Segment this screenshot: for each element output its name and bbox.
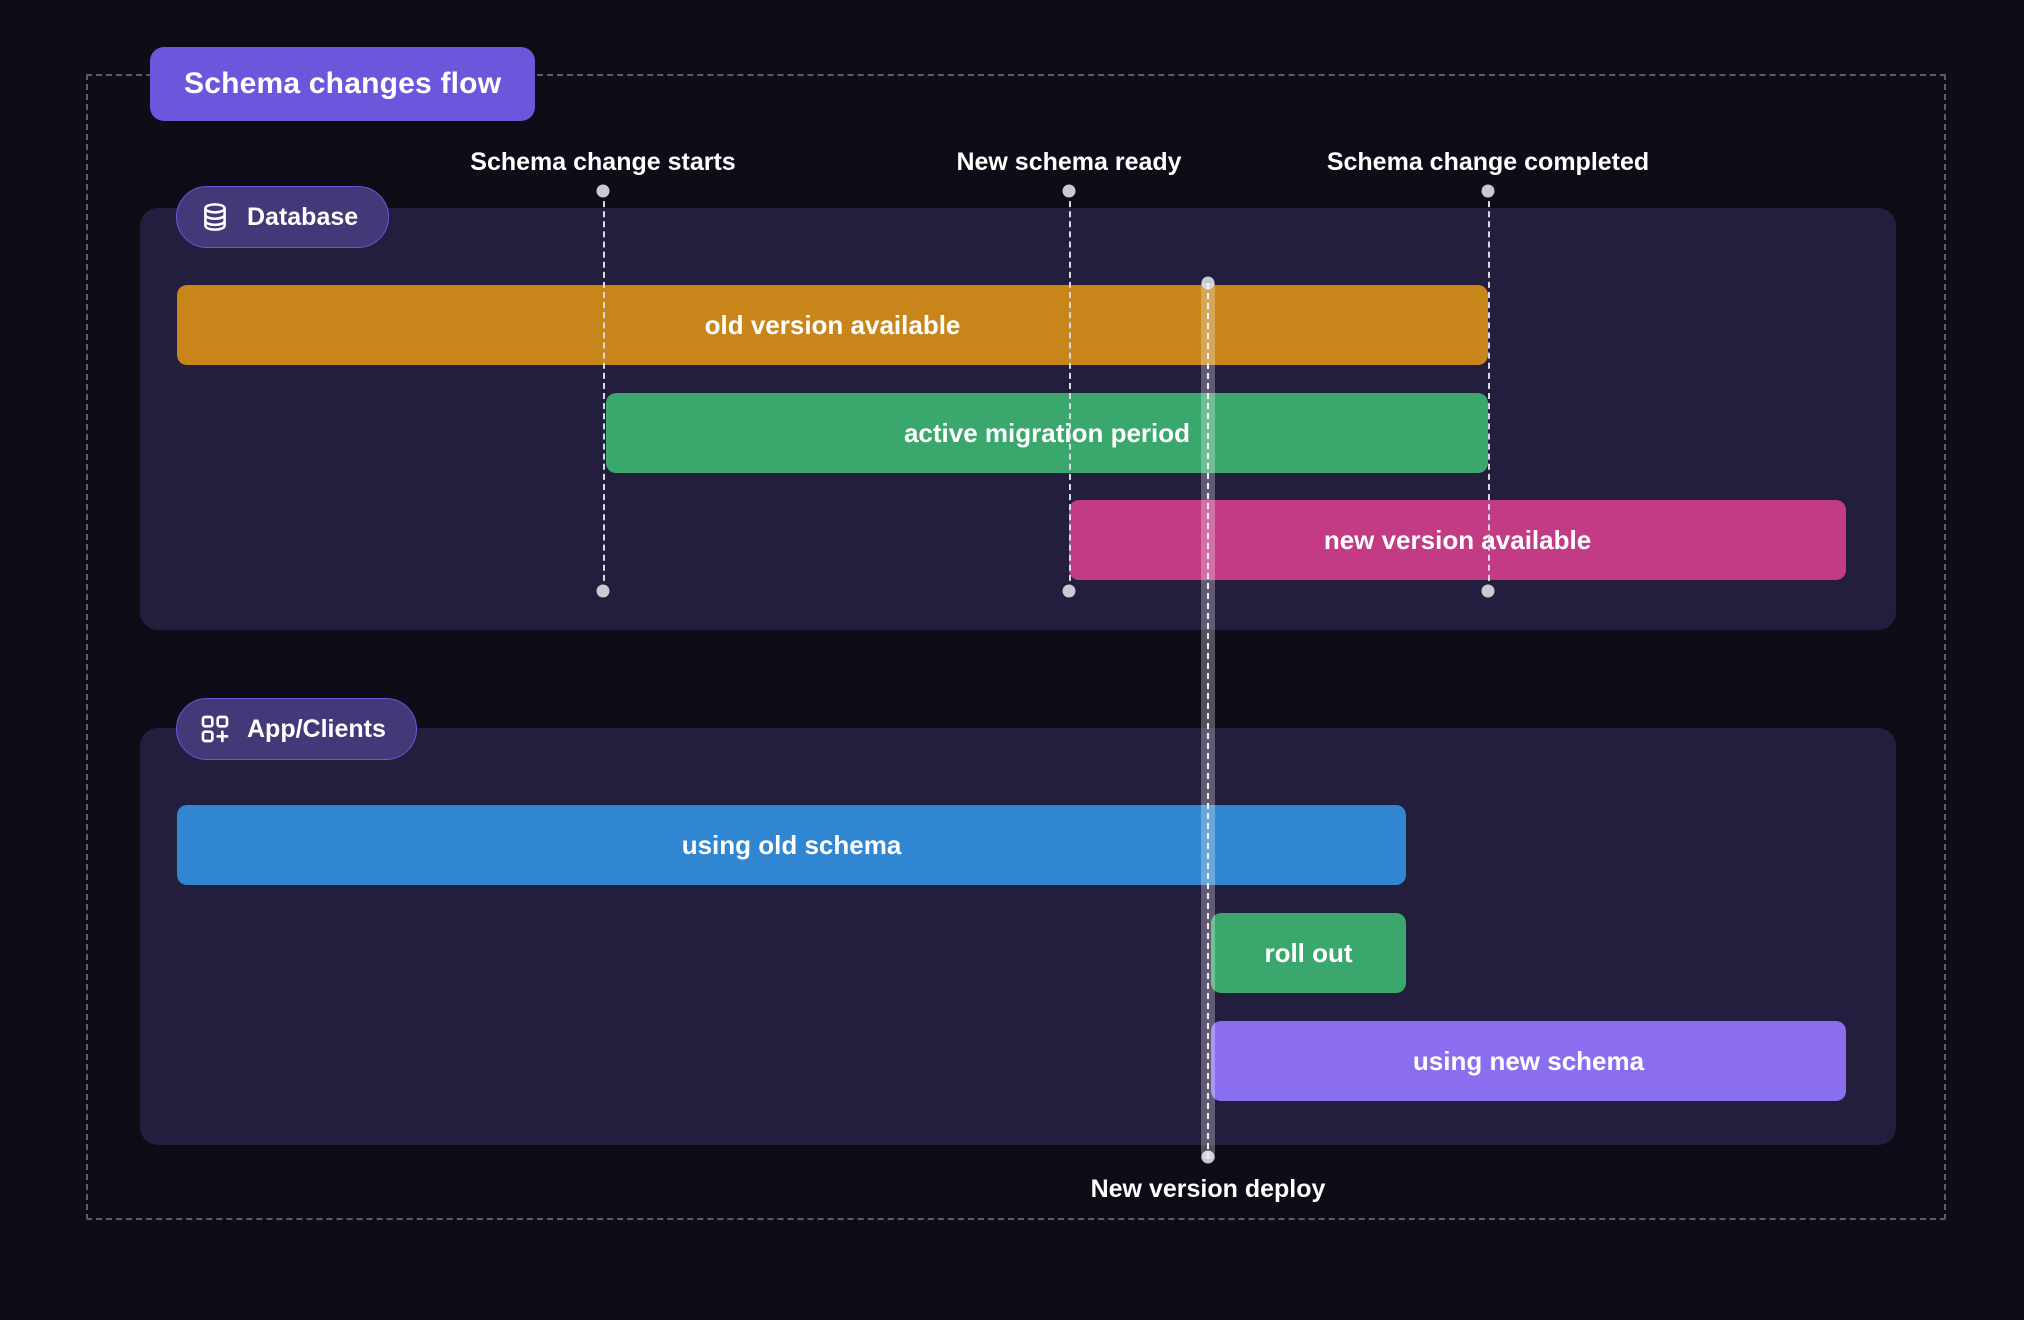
lane-pill-database[interactable]: Database — [176, 186, 390, 248]
milestone-dot-top-new-schema-ready — [1062, 184, 1076, 198]
bar-using-new-schema[interactable]: using new schema — [1211, 1021, 1846, 1101]
milestone-guide-schema-change-starts — [603, 191, 605, 591]
lane-pill-label-database: Database — [247, 202, 359, 231]
diagram-frame — [86, 74, 1946, 1220]
milestone-guide-schema-change-completed — [1488, 191, 1490, 591]
milestone-guide-new-schema-ready — [1069, 191, 1071, 591]
bar-label-using-old-schema: using old schema — [681, 829, 902, 860]
milestone-dot-bottom-new-schema-ready — [1062, 584, 1076, 598]
bar-label-using-new-schema: using new schema — [1412, 1045, 1645, 1076]
milestone-label-new-version-deploy: New version deploy — [1090, 1175, 1326, 1203]
bar-active-migration-period[interactable]: active migration period — [606, 393, 1488, 473]
bar-old-version-available[interactable]: old version available — [177, 285, 1488, 365]
apps-grid-plus-icon — [199, 713, 231, 745]
milestone-label-schema-change-completed: Schema change completed — [1326, 148, 1650, 176]
milestone-dot-bottom-schema-change-starts — [596, 584, 610, 598]
milestone-label-schema-change-starts: Schema change starts — [470, 148, 736, 176]
page-title: Schema changes flow — [184, 67, 502, 100]
bar-label-old-version-available: old version available — [704, 309, 961, 340]
milestone-dot-top-schema-change-completed — [1481, 184, 1495, 198]
milestone-dot-top-schema-change-starts — [596, 184, 610, 198]
bar-label-roll-out: roll out — [1264, 937, 1353, 968]
bar-roll-out[interactable]: roll out — [1211, 913, 1406, 993]
bar-new-version-available[interactable]: new version available — [1069, 500, 1846, 580]
database-icon — [199, 201, 231, 233]
milestone-dot-bottom-schema-change-completed — [1481, 584, 1495, 598]
lane-pill-app-clients[interactable]: App/Clients — [176, 698, 417, 760]
bar-label-new-version-available: new version available — [1323, 524, 1592, 555]
bar-using-old-schema[interactable]: using old schema — [177, 805, 1406, 885]
lane-pill-label-app-clients: App/Clients — [247, 714, 386, 743]
milestone-guide-new-version-deploy — [1207, 283, 1209, 1159]
diagram-title-pill: Schema changes flow — [150, 47, 536, 121]
milestone-label-new-schema-ready: New schema ready — [956, 148, 1182, 176]
bar-label-active-migration-period: active migration period — [903, 417, 1191, 448]
